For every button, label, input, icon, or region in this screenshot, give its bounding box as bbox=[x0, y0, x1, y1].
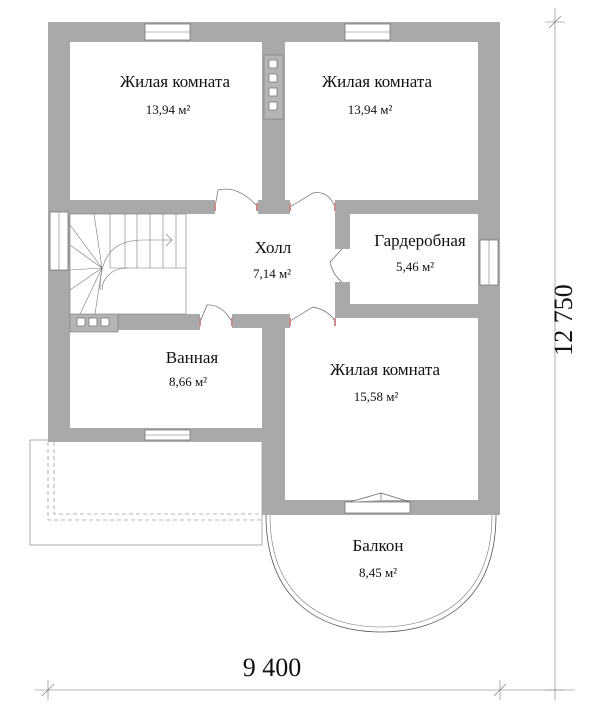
room-living-2: Жилая комната 13,94 м² bbox=[322, 72, 433, 117]
width-label: 9 400 bbox=[243, 653, 302, 682]
room-name: Жилая комната bbox=[120, 72, 231, 91]
room-area: 13,94 м² bbox=[348, 102, 393, 117]
dimension-width: 9 400 bbox=[35, 653, 575, 700]
room-balcony: Балкон 8,45 м² bbox=[353, 536, 404, 580]
room-hall: Холл 7,14 м² bbox=[253, 238, 292, 281]
room-living-1: Жилая комната 13,94 м² bbox=[120, 72, 231, 117]
dimension-height: 12 750 bbox=[545, 8, 578, 700]
room-name: Жилая комната bbox=[330, 360, 441, 379]
room-area: 8,45 м² bbox=[359, 565, 397, 580]
room-name: Жилая комната bbox=[322, 72, 433, 91]
room-name: Холл bbox=[255, 238, 292, 257]
room-area: 5,46 м² bbox=[396, 259, 434, 274]
room-name: Ванная bbox=[166, 348, 219, 367]
vent-block-top bbox=[263, 54, 284, 120]
room-bathroom: Ванная 8,66 м² bbox=[166, 348, 219, 389]
doors bbox=[199, 188, 411, 503]
room-area: 8,66 м² bbox=[169, 374, 207, 389]
terrace-outline bbox=[29, 439, 263, 546]
room-area: 7,14 м² bbox=[253, 266, 291, 281]
vent-block-stair bbox=[69, 312, 119, 333]
room-name: Балкон bbox=[353, 536, 404, 555]
room-living-3: Жилая комната 15,58 м² bbox=[330, 360, 441, 404]
windows bbox=[49, 23, 499, 514]
room-area: 15,58 м² bbox=[354, 389, 399, 404]
height-label: 12 750 bbox=[549, 284, 578, 356]
room-wardrobe: Гардеробная 5,46 м² bbox=[374, 231, 466, 274]
room-name: Гардеробная bbox=[374, 231, 466, 250]
balcony-railing bbox=[265, 514, 497, 633]
room-area: 13,94 м² bbox=[146, 102, 191, 117]
staircase bbox=[69, 213, 187, 315]
